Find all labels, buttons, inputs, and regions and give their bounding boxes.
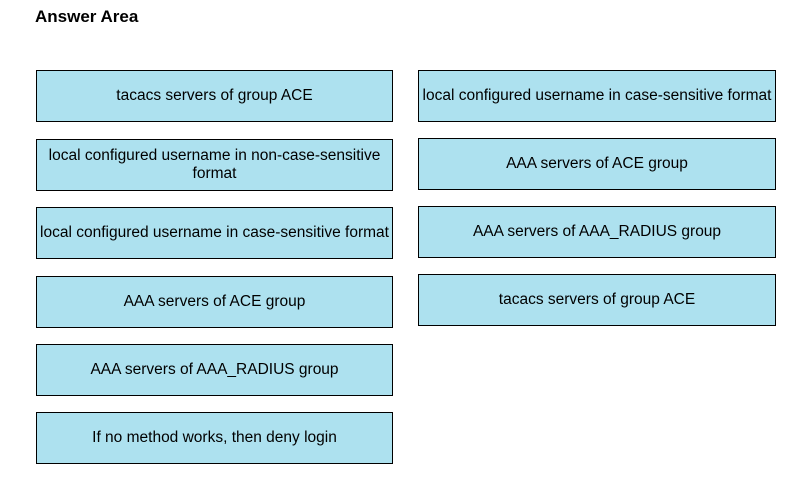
left-option-5[interactable]: AAA servers of AAA_RADIUS group <box>36 344 393 396</box>
left-option-4[interactable]: AAA servers of ACE group <box>36 276 393 328</box>
right-option-1[interactable]: local configured username in case-sensit… <box>418 70 776 122</box>
left-option-1[interactable]: tacacs servers of group ACE <box>36 70 393 122</box>
left-option-3[interactable]: local configured username in case-sensit… <box>36 207 393 259</box>
left-option-2[interactable]: local configured username in non-case-se… <box>36 139 393 191</box>
right-option-4[interactable]: tacacs servers of group ACE <box>418 274 776 326</box>
page-title: Answer Area <box>35 7 139 26</box>
right-option-2[interactable]: AAA servers of ACE group <box>418 138 776 190</box>
left-option-6[interactable]: If no method works, then deny login <box>36 412 393 464</box>
right-option-3[interactable]: AAA servers of AAA_RADIUS group <box>418 206 776 258</box>
